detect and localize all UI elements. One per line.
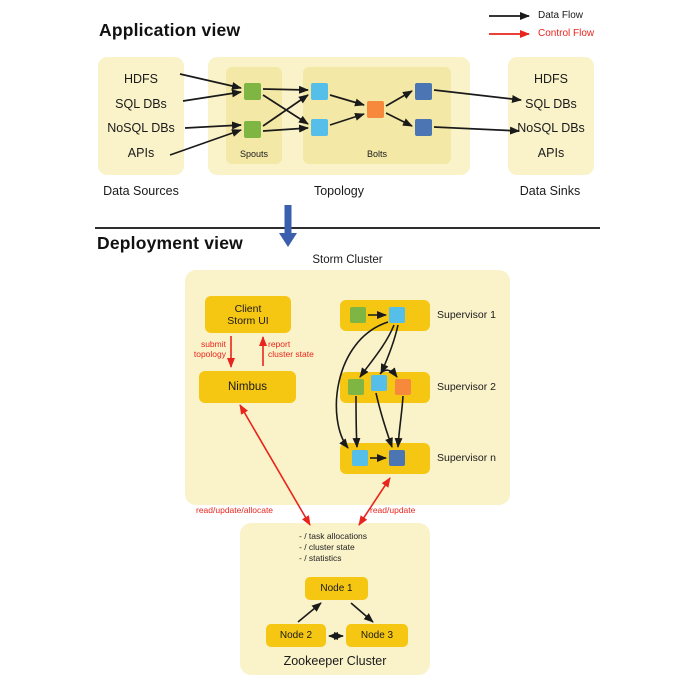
- zookeeper-note: - / cluster state: [299, 542, 355, 552]
- submit-topology-label: submit topology: [170, 339, 226, 359]
- worker-node: [389, 450, 405, 466]
- submit-line2: topology: [193, 348, 226, 359]
- legend-control-flow-label: Control Flow: [538, 28, 595, 39]
- bolt-node-dark-blue: [415, 83, 432, 100]
- storm-cluster-label: Storm Cluster: [312, 254, 383, 266]
- bolts-label: Bolts: [366, 149, 387, 159]
- data-sinks-panel: HDFS SQL DBs NoSQL DBs APIs: [508, 57, 594, 175]
- application-view-title: Application view: [99, 20, 241, 40]
- bolt-node-light-blue: [311, 119, 328, 136]
- bolt-node-light-blue: [311, 83, 328, 100]
- read-update-allocate-label: read/update/allocate: [196, 505, 274, 515]
- section-divider: [95, 227, 600, 229]
- worker-node: [352, 450, 368, 466]
- zookeeper-cluster-label: Zookeeper Cluster: [283, 654, 387, 668]
- topology-label: Topology: [313, 184, 365, 198]
- zookeeper-notes: - / task allocations - / cluster state -…: [299, 531, 367, 564]
- data-source-item: NoSQL DBs: [107, 121, 175, 136]
- client-label-line2: Storm UI: [227, 314, 269, 327]
- zookeeper-node-2: Node 2: [266, 624, 326, 647]
- worker-node: [371, 375, 387, 391]
- report-line2: cluster state: [268, 348, 314, 359]
- supervisor-1-label: Supervisor 1: [437, 309, 496, 321]
- zookeeper-node-3: Node 3: [346, 624, 408, 647]
- node-3-label: Node 3: [360, 630, 394, 641]
- spout-node: [244, 83, 261, 100]
- worker-node: [348, 379, 364, 395]
- worker-node: [395, 379, 411, 395]
- worker-node: [350, 307, 366, 323]
- legend-data-flow-label: Data Flow: [538, 10, 584, 21]
- view-transition-arrow: [279, 205, 297, 247]
- data-sink-item: APIs: [537, 146, 565, 161]
- zookeeper-note: - / task allocations: [299, 531, 368, 541]
- data-sink-item: NoSQL DBs: [517, 121, 585, 136]
- data-sinks-label: Data Sinks: [519, 184, 581, 198]
- nimbus-label: Nimbus: [228, 381, 267, 393]
- supervisor-n-label: Supervisor n: [437, 452, 496, 464]
- client-label-line1: Client: [234, 302, 262, 315]
- supervisor-2-label: Supervisor 2: [437, 381, 496, 393]
- spouts-group: Spouts: [226, 67, 282, 164]
- data-source-item: APIs: [127, 146, 155, 161]
- data-sink-item: HDFS: [533, 71, 569, 86]
- data-sink-item: SQL DBs: [525, 96, 577, 111]
- bolt-node-orange: [367, 101, 384, 118]
- node-1-label: Node 1: [320, 583, 353, 594]
- bolt-node-dark-blue: [415, 119, 432, 136]
- node-2-label: Node 2: [279, 630, 313, 641]
- report-line1: report: [268, 339, 291, 349]
- read-update-label: read/update: [370, 505, 416, 515]
- report-cluster-state-label: report cluster state: [268, 339, 332, 359]
- submit-line1: submit: [200, 339, 226, 349]
- worker-node: [389, 307, 405, 323]
- data-sources-label: Data Sources: [103, 184, 179, 198]
- data-sources-panel: HDFS SQL DBs NoSQL DBs APIs: [98, 57, 184, 175]
- zookeeper-node-1: Node 1: [305, 577, 368, 600]
- deployment-view-title: Deployment view: [97, 233, 243, 253]
- nimbus-box: Nimbus: [199, 371, 296, 403]
- data-source-item: SQL DBs: [115, 96, 167, 111]
- data-source-item: HDFS: [123, 71, 159, 86]
- spout-node: [244, 121, 261, 138]
- client-storm-ui-box: Client Storm UI: [205, 296, 291, 333]
- zookeeper-note: - / statistics: [299, 553, 342, 563]
- spouts-label: Spouts: [239, 149, 269, 159]
